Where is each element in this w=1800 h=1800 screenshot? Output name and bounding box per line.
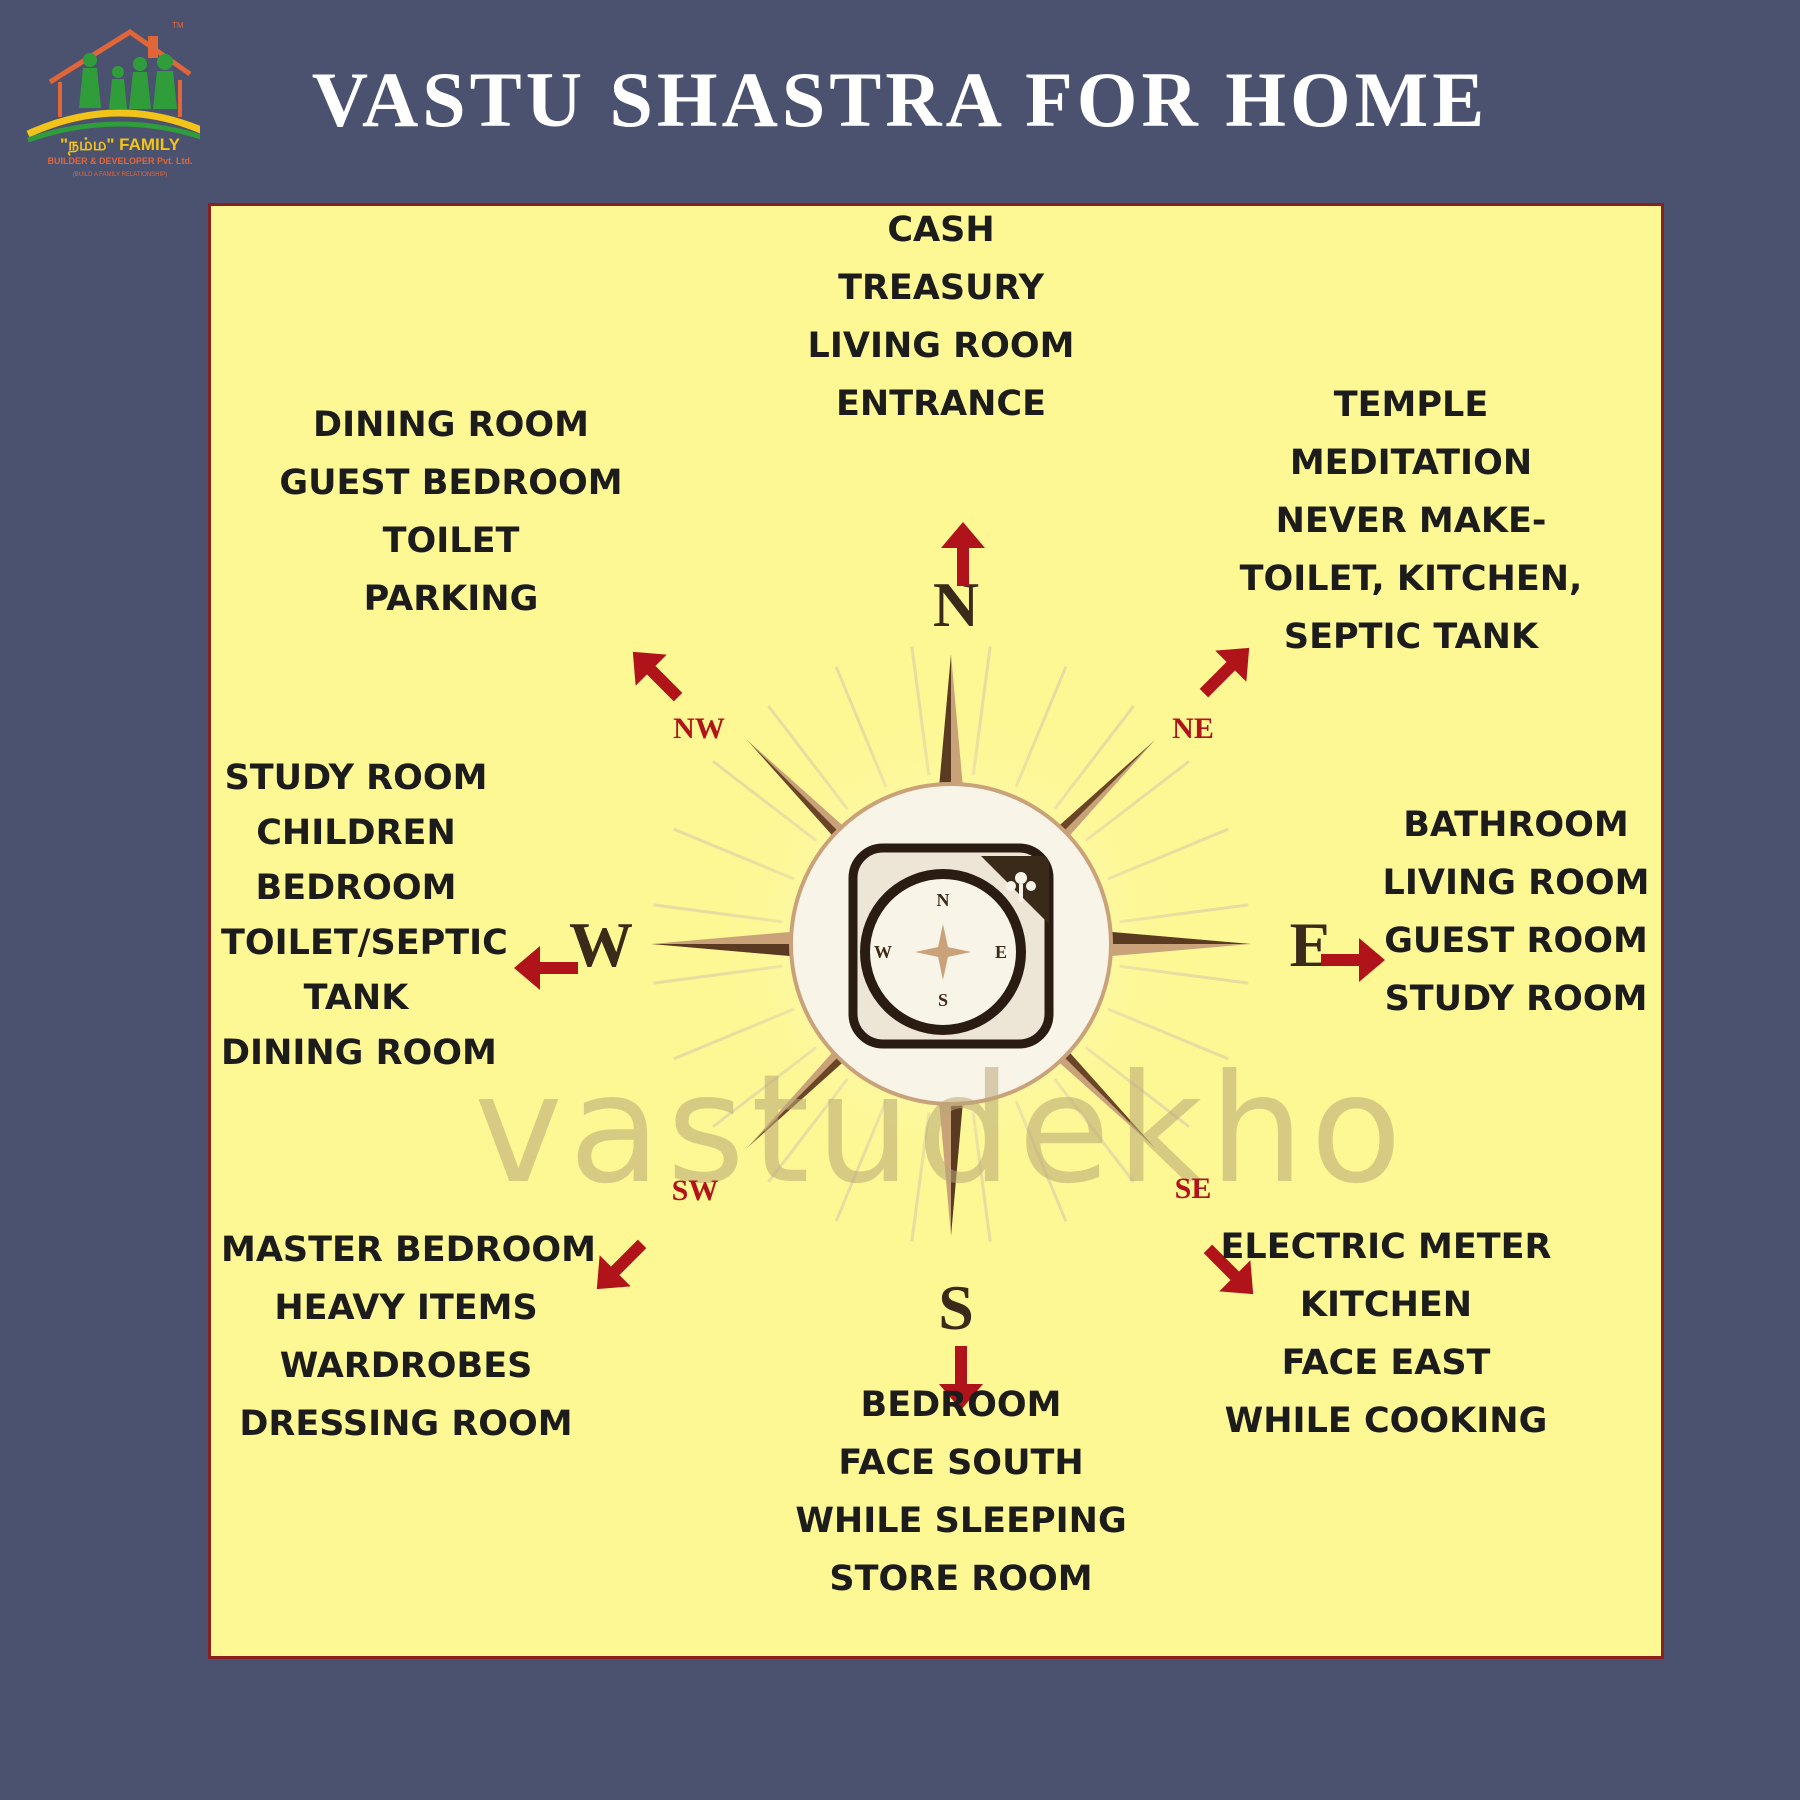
southeast-item: ELECTRIC METER [1220, 1227, 1552, 1267]
southeast-item: KITCHEN [1299, 1285, 1473, 1325]
southwest-item: DRESSING ROOM [239, 1404, 573, 1444]
east-items: BATHROOM LIVING ROOM GUEST ROOM STUDY RO… [1371, 796, 1661, 1028]
west-item: TANK [303, 978, 409, 1018]
southeast-item: FACE EAST [1281, 1343, 1491, 1383]
southwest-items: MASTER BEDROOM HEAVY ITEMS WARDROBES DRE… [221, 1221, 596, 1453]
northwest-item: PARKING [363, 579, 539, 619]
northwest-item: DINING ROOM [313, 405, 589, 445]
company-logo: TM "நம்ம" FAMILY BUILDER & DEVELOPER Pvt… [26, 21, 200, 178]
arrow-se [1203, 1244, 1254, 1295]
southwest-item: MASTER BEDROOM [221, 1230, 596, 1270]
logo-brand: "நம்ம" FAMILY [60, 135, 181, 155]
dial-n: N [937, 890, 950, 910]
west-items: STUDY ROOM CHILDREN BEDROOM TOILET/SEPTI… [221, 751, 508, 1081]
northeast-items: TEMPLE MEDITATION NEVER MAKE- TOILET, KI… [1211, 376, 1611, 666]
south-items: BEDROOM FACE SOUTH WHILE SLEEPING STORE … [711, 1376, 1211, 1608]
watermark: vastudekho [474, 1043, 1408, 1217]
arrow-ne [1199, 647, 1250, 698]
north-item: TREASURY [838, 268, 1044, 308]
page-title: VASTU SHASTRA FOR HOME [311, 56, 1489, 143]
north-item: LIVING ROOM [807, 326, 1075, 366]
label-ne: NE [1172, 712, 1214, 745]
northwest-item: GUEST BEDROOM [279, 463, 623, 503]
dial-e: E [995, 942, 1007, 962]
arrow-sw [596, 1239, 647, 1290]
arrow-s [939, 1346, 983, 1410]
tree-icon [1006, 872, 1036, 902]
northeast-item: TEMPLE [1333, 385, 1489, 425]
label-sw: SW [672, 1174, 719, 1207]
west-item: TOILET/SEPTIC [221, 923, 508, 963]
arrow-nw [632, 651, 683, 702]
south-item: WHILE SLEEPING [795, 1501, 1127, 1541]
north-item: ENTRANCE [836, 384, 1046, 424]
label-e: E [1290, 909, 1333, 980]
south-item: STORE ROOM [829, 1559, 1093, 1599]
southwest-item: HEAVY ITEMS [274, 1288, 538, 1328]
vastu-panel: N S E W vastudekho N S E W NE NW SE SW C… [208, 203, 1664, 1659]
south-item: FACE SOUTH [838, 1443, 1084, 1483]
arrows [514, 522, 1385, 1410]
east-item: BATHROOM [1403, 805, 1629, 845]
dial-w: W [874, 942, 892, 962]
label-n: N [933, 569, 979, 640]
southwest-item: WARDROBES [279, 1346, 533, 1386]
label-se: SE [1175, 1172, 1212, 1205]
logo-tm: TM [172, 21, 184, 30]
logo-subtitle: BUILDER & DEVELOPER Pvt. Ltd. [47, 156, 192, 166]
southeast-item: WHILE COOKING [1224, 1401, 1548, 1441]
northeast-item: SEPTIC TANK [1283, 617, 1539, 657]
north-items: CASH TREASURY LIVING ROOM ENTRANCE [691, 206, 1191, 433]
northeast-item: TOILET, KITCHEN, [1239, 559, 1583, 599]
logo-tagline: (BUILD A FAMILY RELATIONSHIP) [73, 172, 167, 178]
tree-corner [981, 856, 1049, 924]
east-item: LIVING ROOM [1382, 863, 1650, 903]
northwest-items: DINING ROOM GUEST BEDROOM TOILET PARKING [251, 396, 651, 628]
northeast-item: NEVER MAKE- [1275, 501, 1547, 541]
label-w: W [569, 909, 633, 980]
arrow-n [941, 522, 985, 586]
label-nw: NW [673, 712, 725, 745]
north-item: CASH [887, 210, 995, 250]
west-item: STUDY ROOM [224, 758, 488, 798]
east-item: STUDY ROOM [1384, 979, 1648, 1019]
west-item: BEDROOM [255, 868, 457, 908]
arrow-w [514, 946, 578, 990]
arrow-e [1321, 938, 1385, 982]
northwest-item: TOILET [382, 521, 520, 561]
east-item: GUEST ROOM [1384, 921, 1648, 961]
southeast-items: ELECTRIC METER KITCHEN FACE EAST WHILE C… [1211, 1218, 1561, 1450]
dial-s: S [938, 990, 948, 1010]
dial-needle-ew [915, 946, 971, 958]
west-item: CHILDREN [256, 813, 456, 853]
northeast-item: MEDITATION [1289, 443, 1533, 483]
compass-diagram: N S E W vastudekho N S E W NE NW SE SW [474, 522, 1408, 1410]
label-s: S [938, 1272, 974, 1343]
west-item: DINING ROOM [221, 1033, 497, 1073]
south-item: BEDROOM [860, 1385, 1062, 1425]
